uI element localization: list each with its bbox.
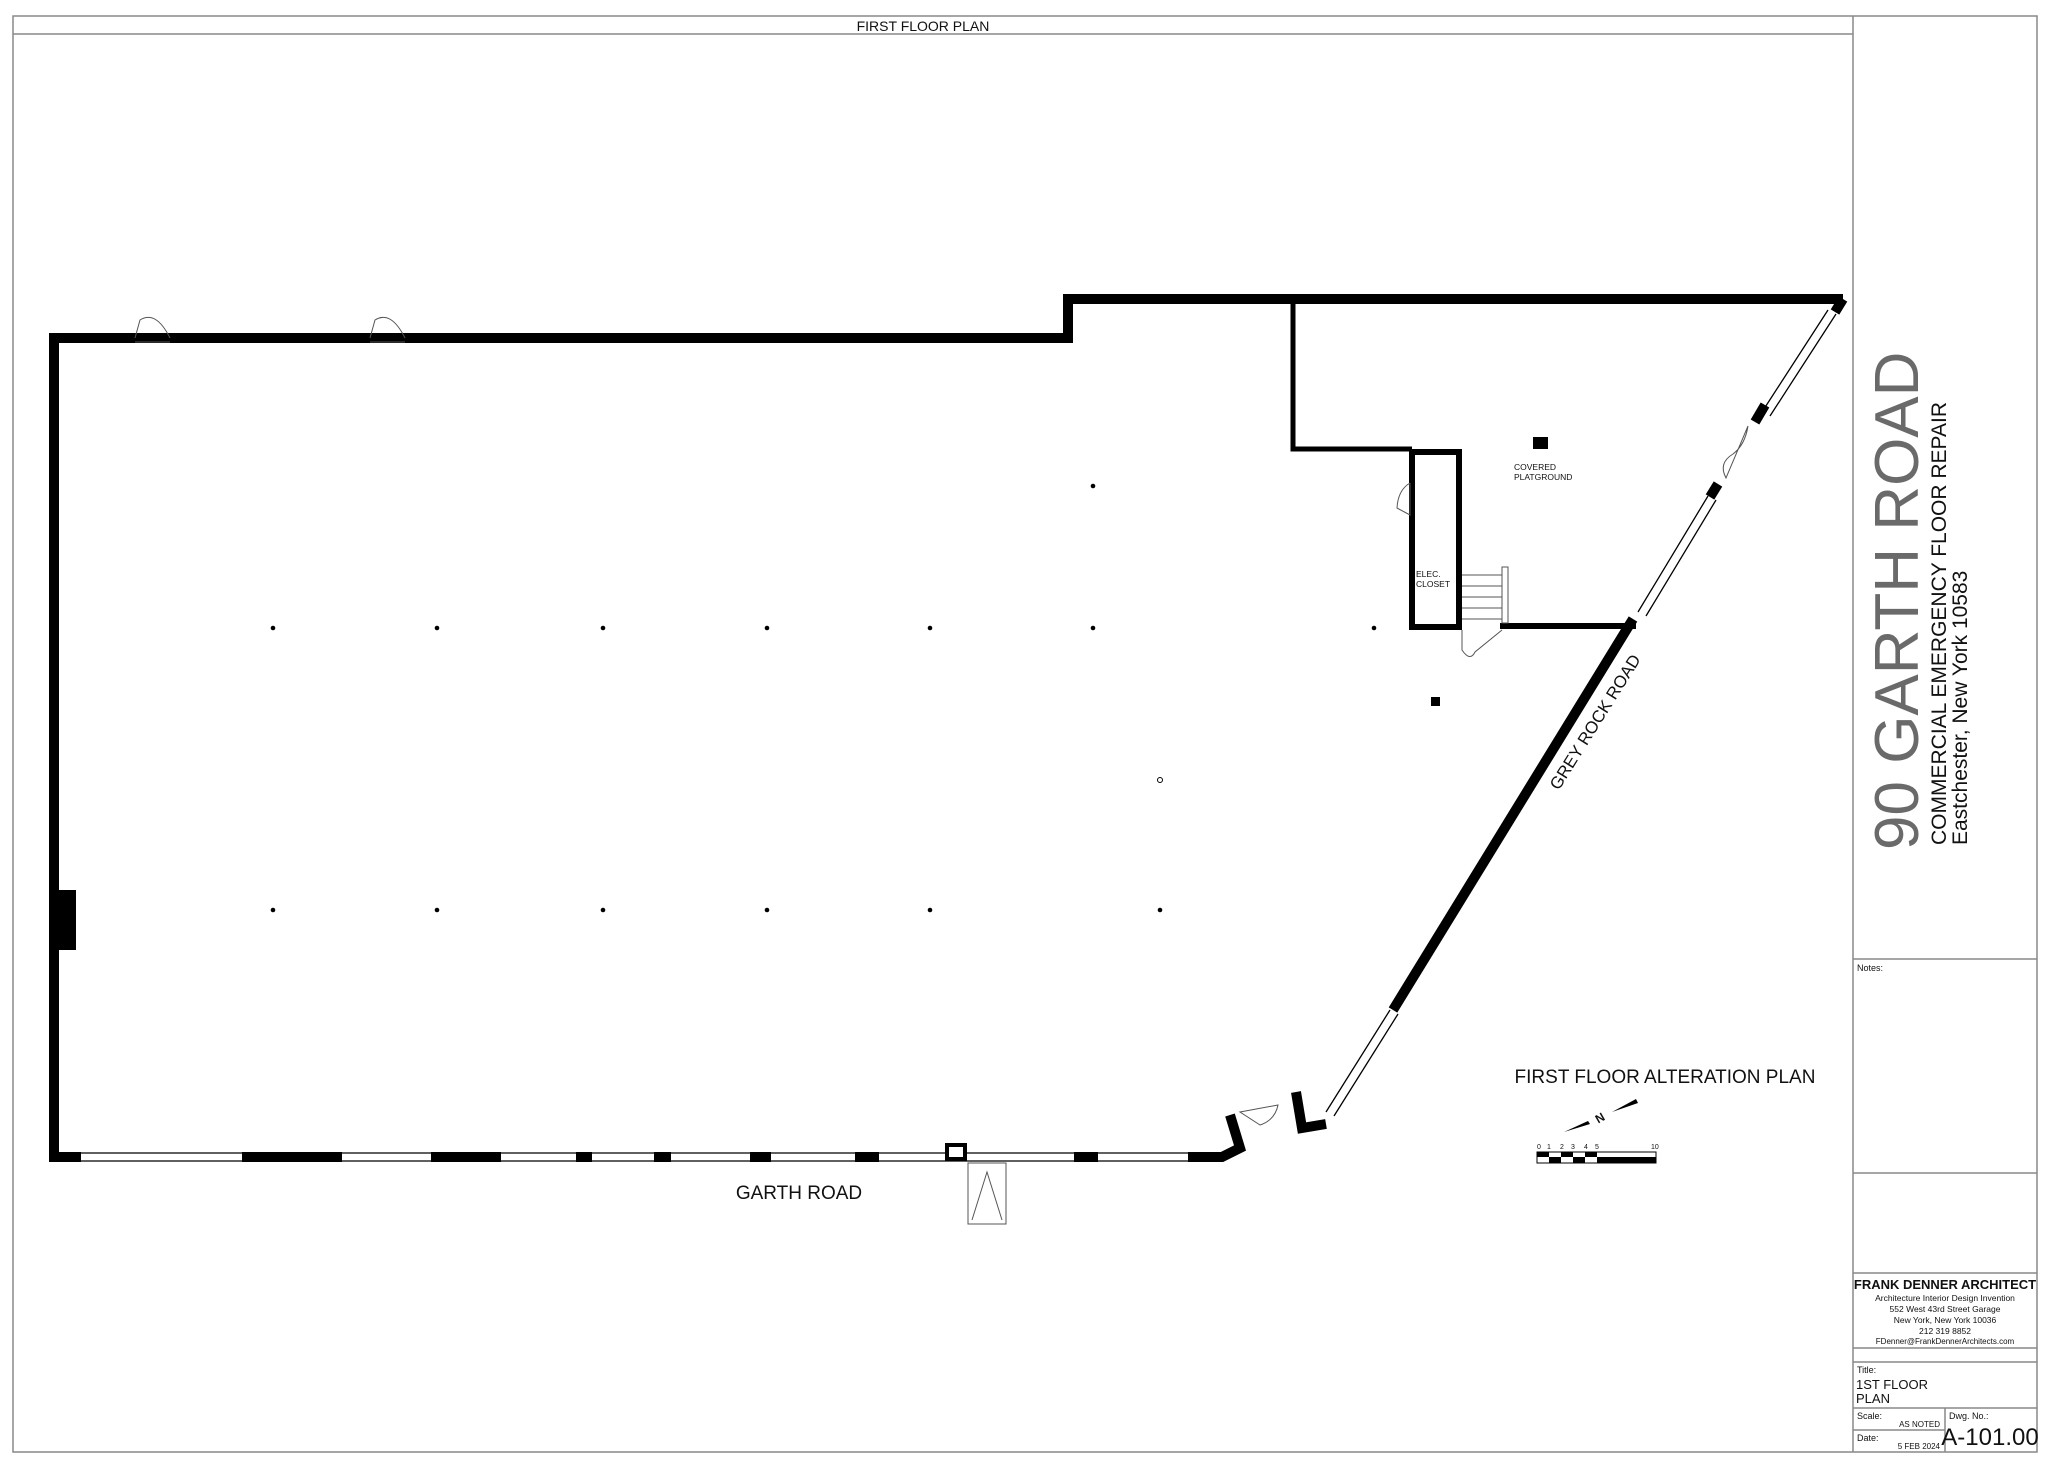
firm-address-1: 552 West 43rd Street Garage (1890, 1304, 2001, 1314)
scale-tick: 10 (1651, 1144, 1659, 1151)
drawing-number: A-101.00 (1941, 1424, 2038, 1451)
project-name: 90 GARTH ROAD (1863, 352, 1932, 850)
sheet-border (12, 15, 2038, 1453)
scale-tick: 2 (1560, 1144, 1564, 1151)
date-label: Date: (1857, 1433, 1879, 1443)
firm-email: FDenner@FrankDennerArchitects.com (1876, 1337, 2015, 1346)
scale-label: Scale: (1857, 1411, 1882, 1421)
firm-phone: 212 319 8852 (1919, 1326, 1971, 1336)
scale-tick: 0 (1537, 1144, 1541, 1151)
scale-tick: 4 (1584, 1144, 1588, 1151)
title-block: FRANK DENNER ARCHITECT Architecture Inte… (1853, 1272, 2039, 1452)
firm-address-2: New York, New York 10036 (1894, 1315, 1997, 1325)
scale-bar: 0 1 2 3 4 5 10 (1536, 1144, 1659, 1164)
street-label-garth-road: GARTH ROAD (736, 1183, 862, 1204)
structural-columns (270, 437, 1548, 913)
room-label-closet-1: ELEC. (1416, 569, 1441, 579)
project-title-block: 90 GARTH ROAD COMMERCIAL EMERGENCY FLOOR… (1863, 352, 1972, 850)
sheet-header-title: FIRST FLOOR PLAN (857, 18, 990, 34)
scale-tick: 1 (1547, 1144, 1551, 1151)
title-label: Title: (1857, 1365, 1876, 1375)
room-label-closet-2: CLOSET (1416, 579, 1450, 589)
firm-tagline: Architecture Interior Design Invention (1875, 1293, 2015, 1303)
drawing-title-line-1: 1ST FLOOR (1856, 1377, 1928, 1392)
project-location: Eastchester, New York 10583 (1949, 571, 1972, 845)
date-value: 5 FEB 2024 (1898, 1442, 1941, 1451)
building-walls (49, 294, 1848, 1225)
north-arrow-icon: N (1564, 1099, 1638, 1132)
scale-value: AS NOTED (1899, 1420, 1940, 1429)
drawing-title-line-2: PLAN (1856, 1391, 1890, 1406)
room-label-playground-2: PLATGROUND (1514, 472, 1572, 482)
scale-tick: 3 (1571, 1144, 1575, 1151)
project-description: COMMERCIAL EMERGENCY FLOOR REPAIR (1928, 402, 1951, 845)
north-label: N (1593, 1110, 1608, 1126)
firm-name: FRANK DENNER ARCHITECT (1854, 1277, 2036, 1292)
room-label-playground-1: COVERED (1514, 462, 1556, 472)
scale-tick: 5 (1595, 1144, 1599, 1151)
notes-label: Notes: (1857, 963, 1883, 973)
drawing-number-label: Dwg. No.: (1949, 1411, 1989, 1421)
plan-title: FIRST FLOOR ALTERATION PLAN (1515, 1067, 1816, 1088)
